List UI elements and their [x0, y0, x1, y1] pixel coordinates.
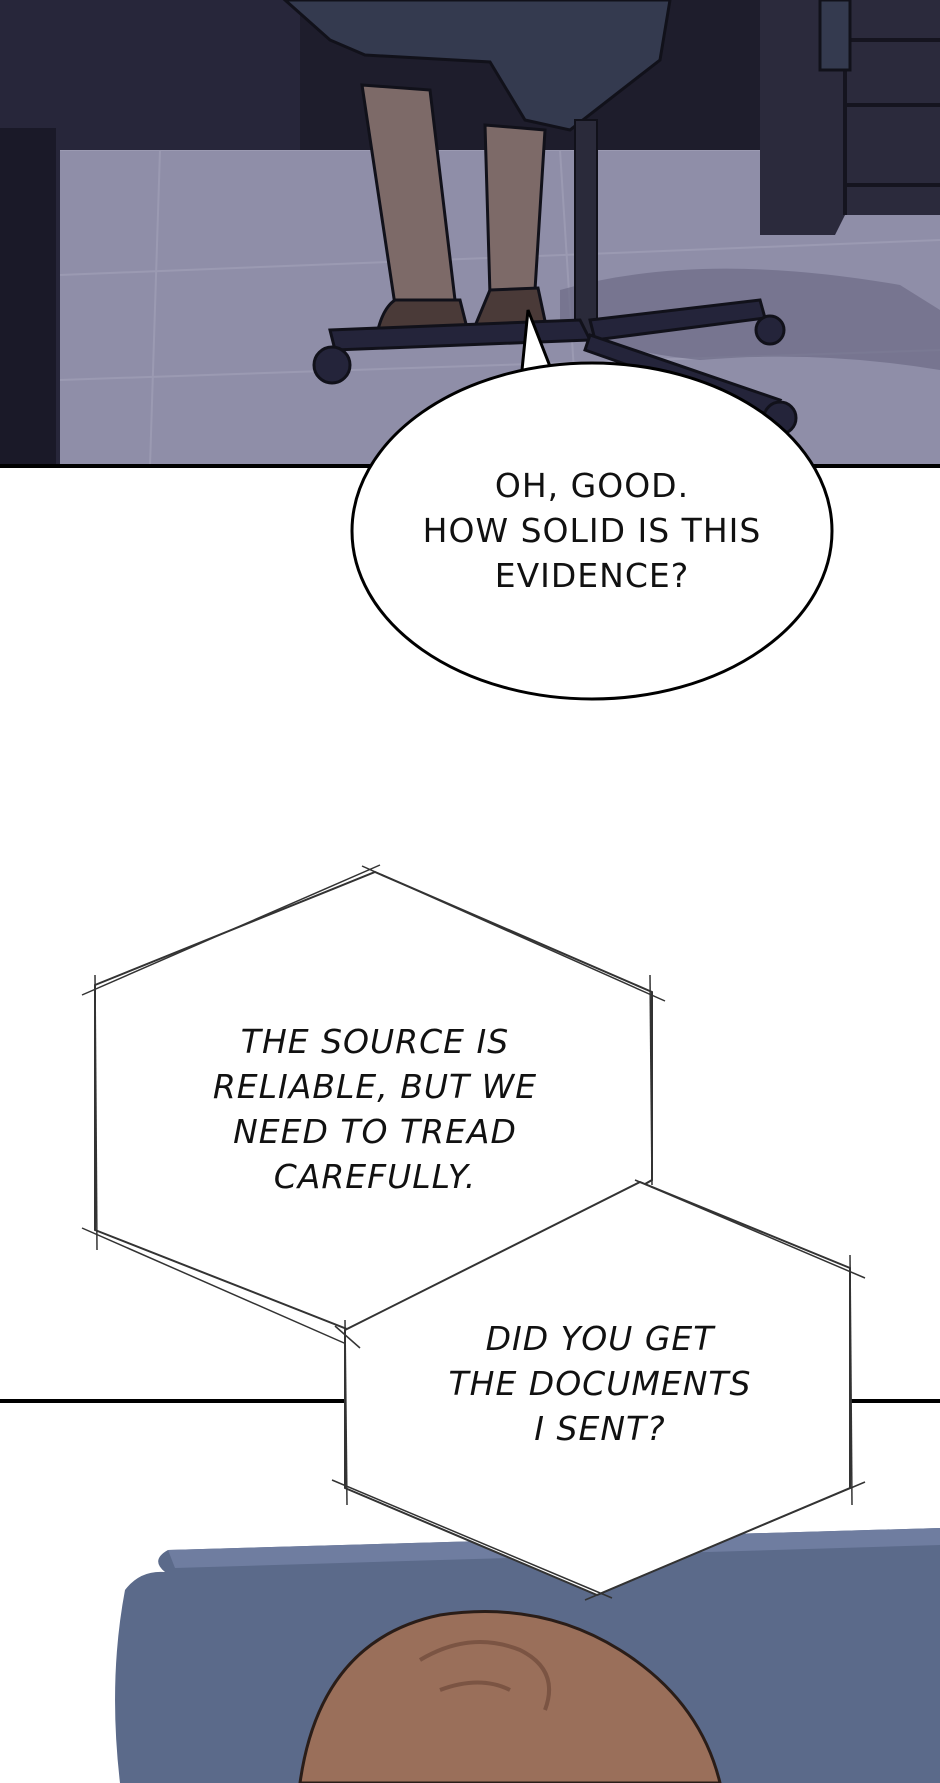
left-desk: [0, 0, 300, 466]
speech-bubble: [350, 309, 834, 701]
character-hair: [298, 1610, 722, 1783]
speech-bubble-text: OH, GOOD. HOW SOLID IS THIS EVIDENCE?: [422, 466, 762, 595]
hair-swirl: [418, 1640, 551, 1711]
top-panel: [0, 0, 940, 468]
office-chair-seat: [282, 0, 672, 132]
chair-wheel: [754, 314, 786, 346]
right-leg: [483, 123, 547, 297]
chair-pole: [574, 119, 598, 336]
speech-bubble-oval: [350, 361, 834, 701]
caption-text-2: DID YOU GET THE DOCUMENTS I SENT?: [448, 1319, 752, 1448]
chair-wheel: [312, 345, 352, 385]
chair-armrest: [818, 0, 852, 72]
left-desk-edge: [0, 128, 56, 466]
caption-text-1: THE SOURCE IS RELIABLE, BUT WE NEED TO T…: [212, 1022, 538, 1196]
caption-box-2: [331, 1179, 866, 1601]
